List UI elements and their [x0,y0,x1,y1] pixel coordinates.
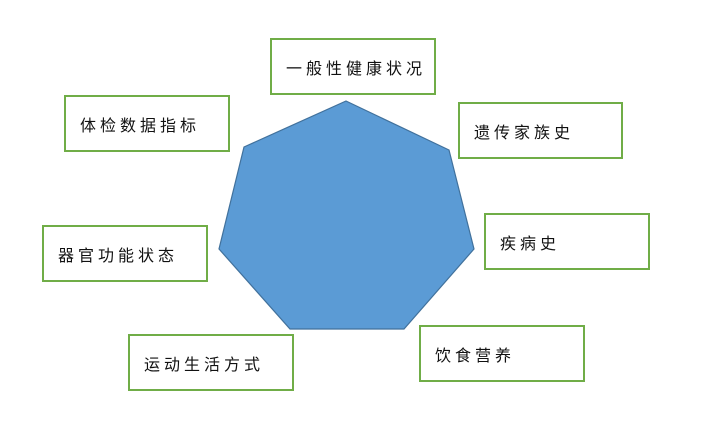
node-label-general-health: 一般性健康状况 [286,58,427,78]
node-label-diet-nutrition: 饮食营养 [435,345,516,365]
node-label-family-history: 遗传家族史 [474,122,575,142]
node-label-disease-history: 疾病史 [500,233,561,253]
node-box-general-health: 一般性健康状况 [270,38,436,95]
node-box-diet-nutrition: 饮食营养 [419,325,585,382]
node-box-family-history: 遗传家族史 [458,102,623,159]
node-box-exercise-lifestyle: 运动生活方式 [128,334,294,391]
node-box-checkup-indicators: 体检数据指标 [64,95,230,152]
node-box-disease-history: 疾病史 [484,213,650,270]
node-label-exercise-lifestyle: 运动生活方式 [144,354,265,374]
node-label-organ-function: 器官功能状态 [58,245,179,265]
node-box-organ-function: 器官功能状态 [42,225,208,282]
center-heptagon [218,100,475,330]
node-label-checkup-indicators: 体检数据指标 [80,115,201,135]
